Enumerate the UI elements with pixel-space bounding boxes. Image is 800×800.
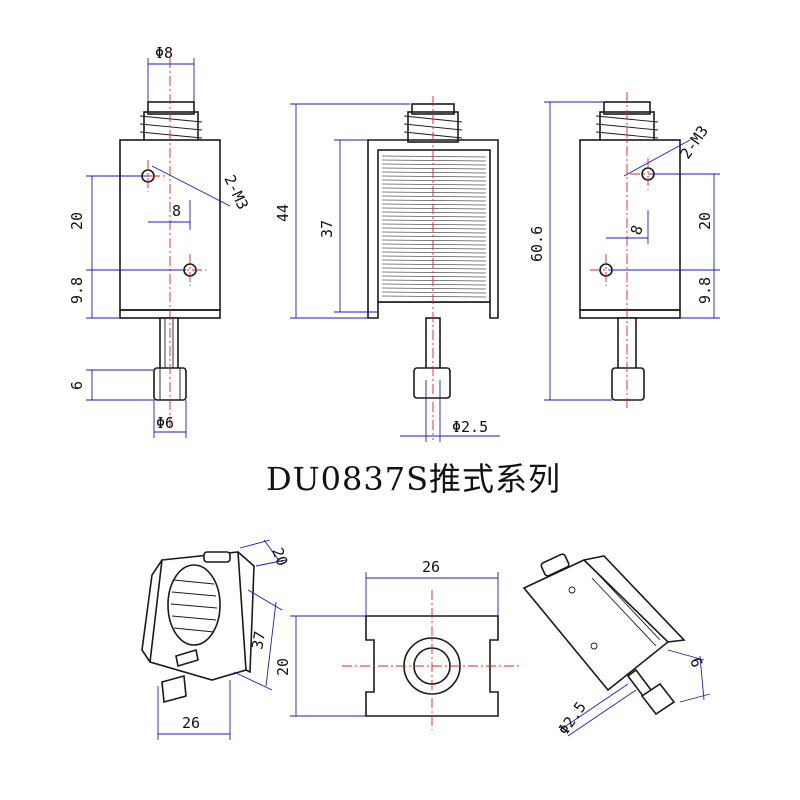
dim-overall-height: 60.6 (528, 226, 546, 262)
dim-thread: 2-M3 (677, 122, 712, 162)
dim-rod-dia: Φ2.5 (452, 418, 488, 436)
top-view: 26 20 (274, 558, 522, 730)
dim-iso-rod-end-len: 6 (686, 655, 706, 670)
dim-top-depth: 20 (274, 658, 292, 676)
dim-hole-spacing: 20 (696, 212, 714, 230)
iso-coil (167, 564, 221, 646)
plunger-cap (147, 101, 195, 115)
dim-hole-spacing: 20 (68, 212, 86, 230)
dim-rod-end-dia: Φ6 (156, 414, 174, 432)
dim-top-width: 26 (422, 558, 440, 576)
dim-coil-height: 37 (318, 220, 336, 238)
dim-hole-offset: 8 (172, 202, 181, 220)
dim-iso-width: 26 (182, 714, 200, 732)
dim-thread: 2-M3 (220, 172, 252, 212)
dim-hole-to-bottom: 9.8 (68, 277, 86, 304)
rod-end (611, 367, 645, 401)
solenoid-body (579, 139, 681, 311)
iso-plunger (203, 551, 231, 563)
rod-end (413, 367, 451, 399)
dim-rod-end-len: 6 (68, 381, 86, 390)
spring-coils (139, 115, 203, 147)
iso-right-plunger (540, 553, 570, 577)
body-base (579, 309, 681, 319)
dim-plunger-dia: Φ8 (155, 44, 173, 62)
dim-hole-to-bottom: 9.8 (696, 277, 714, 304)
coil-windings (381, 155, 487, 298)
iso-rod-end (161, 674, 187, 704)
drawing-title: DU0837S推式系列 (266, 460, 561, 498)
dim-iso-height: 37 (248, 630, 269, 651)
dim-iso-top: 20 (268, 545, 291, 568)
iso-right-rod-end (640, 682, 676, 716)
dim-frame-height: 44 (274, 204, 292, 222)
front-view: Φ8 20 9.8 8 2-M3 6 Φ6 (68, 44, 252, 438)
iso-view-left: 20 37 26 (141, 539, 291, 740)
back-view: 60.6 20 9.8 8 2-M3 (528, 92, 720, 410)
push-rod (159, 317, 179, 371)
iso-right-coil (591, 571, 661, 647)
side-view: 44 37 Φ2.5 (274, 96, 500, 442)
dim-iso-rod-dia: Φ2.5 (555, 698, 590, 738)
iso-view-right: 6 Φ2.5 (522, 553, 711, 738)
